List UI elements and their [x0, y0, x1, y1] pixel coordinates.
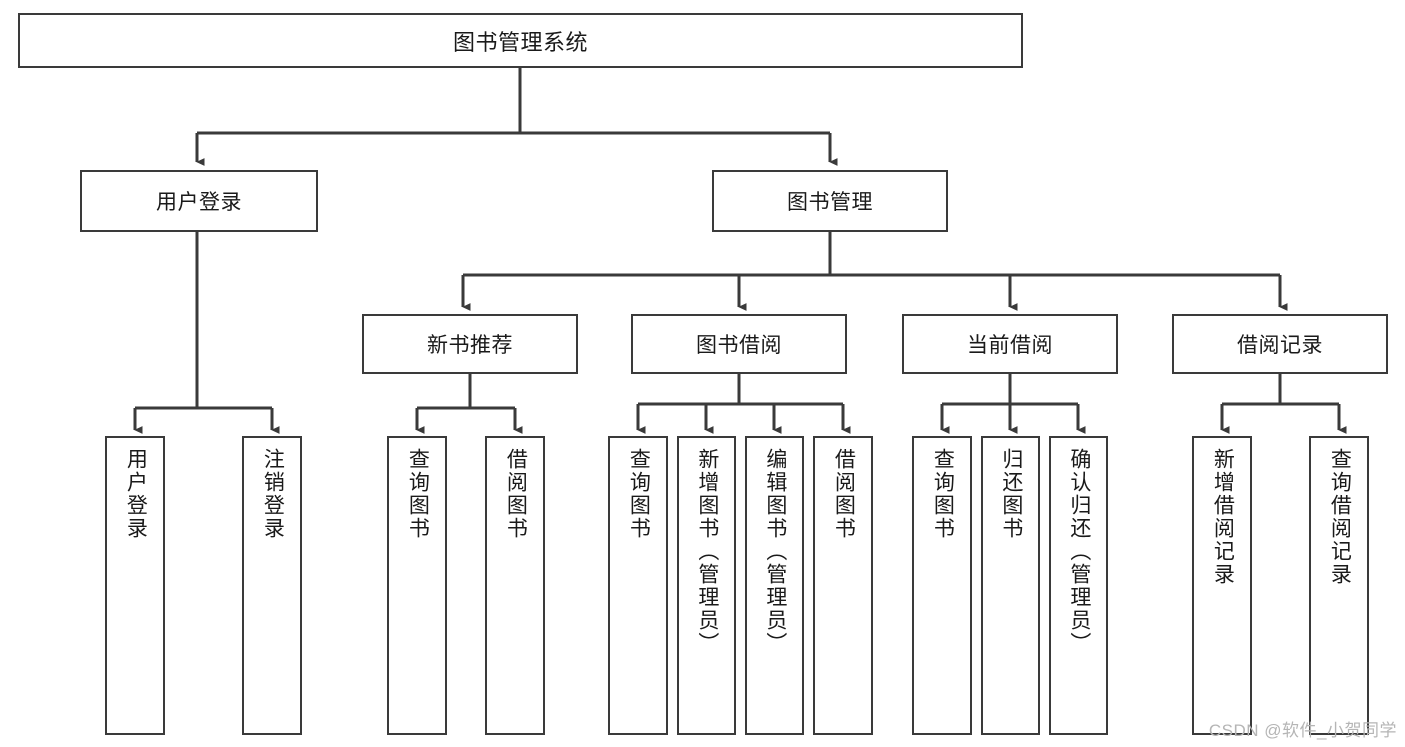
leaf-user-login-logout[interactable]: 注销登录	[242, 436, 302, 735]
node-book-management[interactable]: 图书管理	[712, 170, 948, 232]
node-label: 借阅记录	[1237, 334, 1323, 357]
leaf-records-query-record[interactable]: 查询借阅记录	[1309, 436, 1369, 735]
node-label: 查询图书	[406, 448, 430, 540]
node-label: 用户登录	[156, 191, 242, 214]
node-label: 图书管理	[787, 191, 873, 214]
leaf-borrow-borrow-book[interactable]: 借阅图书	[813, 436, 873, 735]
node-label: 查询图书	[627, 448, 651, 540]
node-label: 查询借阅记录	[1328, 448, 1352, 586]
leaf-borrow-edit-book[interactable]: 编辑图书（管理员）	[745, 436, 804, 735]
node-label: 借阅图书	[832, 448, 856, 540]
leaf-recommend-borrow-book[interactable]: 借阅图书	[485, 436, 545, 735]
leaf-recommend-query-book[interactable]: 查询图书	[387, 436, 447, 735]
leaf-current-return-book[interactable]: 归还图书	[981, 436, 1040, 735]
node-label: 确认归还（管理员）	[1067, 448, 1091, 655]
csdn-watermark: CSDN @软件_小贺同学	[1208, 721, 1397, 740]
node-user-login[interactable]: 用户登录	[80, 170, 318, 232]
node-label: 新增借阅记录	[1211, 448, 1235, 586]
node-label: 借阅图书	[504, 448, 528, 540]
node-label: 图书借阅	[696, 334, 782, 357]
node-label: 编辑图书（管理员）	[763, 448, 787, 655]
node-new-book-recommend[interactable]: 新书推荐	[362, 314, 578, 374]
node-borrow-records[interactable]: 借阅记录	[1172, 314, 1388, 374]
node-label: 查询图书	[931, 448, 955, 540]
node-root-system[interactable]: 图书管理系统	[18, 13, 1023, 68]
node-label: 归还图书	[999, 448, 1023, 540]
node-label: 新增图书（管理员）	[695, 448, 719, 655]
leaf-borrow-add-book[interactable]: 新增图书（管理员）	[677, 436, 736, 735]
node-current-borrow[interactable]: 当前借阅	[902, 314, 1118, 374]
leaf-borrow-query-book[interactable]: 查询图书	[608, 436, 668, 735]
node-label: 当前借阅	[967, 334, 1053, 357]
node-book-borrow[interactable]: 图书借阅	[631, 314, 847, 374]
node-label: 图书管理系统	[452, 29, 588, 55]
leaf-current-query-book[interactable]: 查询图书	[912, 436, 972, 735]
leaf-current-confirm-return[interactable]: 确认归还（管理员）	[1049, 436, 1108, 735]
node-label: 新书推荐	[427, 334, 513, 357]
node-label: 注销登录	[261, 448, 285, 540]
leaf-records-add-record[interactable]: 新增借阅记录	[1192, 436, 1252, 735]
node-label: 用户登录	[124, 448, 148, 540]
leaf-user-login-login[interactable]: 用户登录	[105, 436, 165, 735]
